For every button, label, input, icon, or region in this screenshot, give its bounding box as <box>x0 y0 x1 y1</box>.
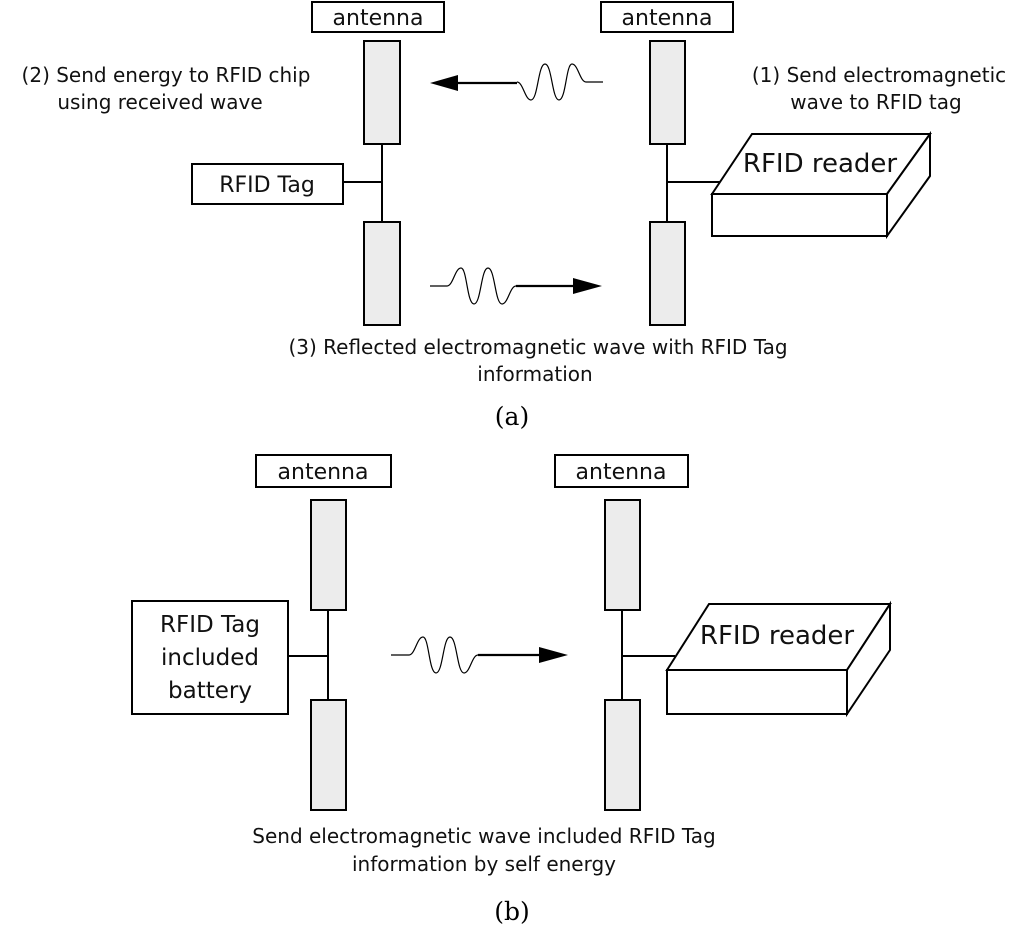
step1-line1: (1) Send electromagnetic <box>752 63 1006 87</box>
incoming-arrow-head <box>430 75 458 91</box>
panel-a: antenna antenna (2) Send energy to RFID … <box>22 1 1006 431</box>
self-energy-wave <box>391 636 479 674</box>
tag-antenna-label: antenna <box>333 6 424 31</box>
reader-antenna-label: antenna <box>622 6 713 31</box>
reader-antenna-label: antenna <box>576 460 667 485</box>
reader-antenna-lower <box>649 221 686 326</box>
step1-line2: wave to RFID tag <box>790 90 961 114</box>
desc-line1: Send electromagnetic wave included RFID … <box>252 824 715 848</box>
panel-b: antenna antenna RFID Tag included batter… <box>131 454 892 926</box>
tag-antenna-lower <box>310 699 347 811</box>
tag-line2: included <box>161 645 259 671</box>
rfid-tag-box <box>191 163 344 205</box>
tag-antenna-label-box <box>255 454 392 488</box>
reader-antenna-lower <box>604 699 641 811</box>
rfid-reader-box <box>710 130 932 240</box>
reader-antenna-label-box <box>600 1 734 33</box>
tag-line3: battery <box>168 678 252 704</box>
desc-line2: information by self energy <box>352 852 616 876</box>
rfid-reader-label: RFID reader <box>700 621 855 651</box>
rfid-reader-label: RFID reader <box>743 149 898 179</box>
step2-line1: (2) Send energy to RFID chip <box>22 63 311 87</box>
caption-a: (a) <box>495 402 529 431</box>
reflected-wave <box>429 267 517 305</box>
tag-antenna-label: antenna <box>278 460 369 485</box>
step3-line1: (3) Reflected electromagnetic wave with … <box>288 335 787 359</box>
rfid-reader-box <box>665 600 892 718</box>
self-energy-arrow-head <box>539 647 568 663</box>
step3-line2: information <box>477 362 592 386</box>
reader-antenna-label-box <box>554 454 689 488</box>
tag-antenna-label-box <box>311 1 445 33</box>
tag-antenna-upper <box>363 40 401 145</box>
incoming-wave <box>516 63 603 101</box>
reader-antenna-upper <box>604 499 641 611</box>
reader-antenna-upper <box>649 40 686 145</box>
rfid-tag-battery-box <box>131 600 289 715</box>
reflected-arrow-head <box>573 278 602 294</box>
tag-line1: RFID Tag <box>160 612 260 638</box>
tag-antenna-lower <box>363 221 401 326</box>
tag-antenna-upper <box>310 499 347 611</box>
step2-line2: using received wave <box>57 90 262 114</box>
rfid-tag-label: RFID Tag <box>219 173 315 198</box>
caption-b: (b) <box>494 897 530 926</box>
